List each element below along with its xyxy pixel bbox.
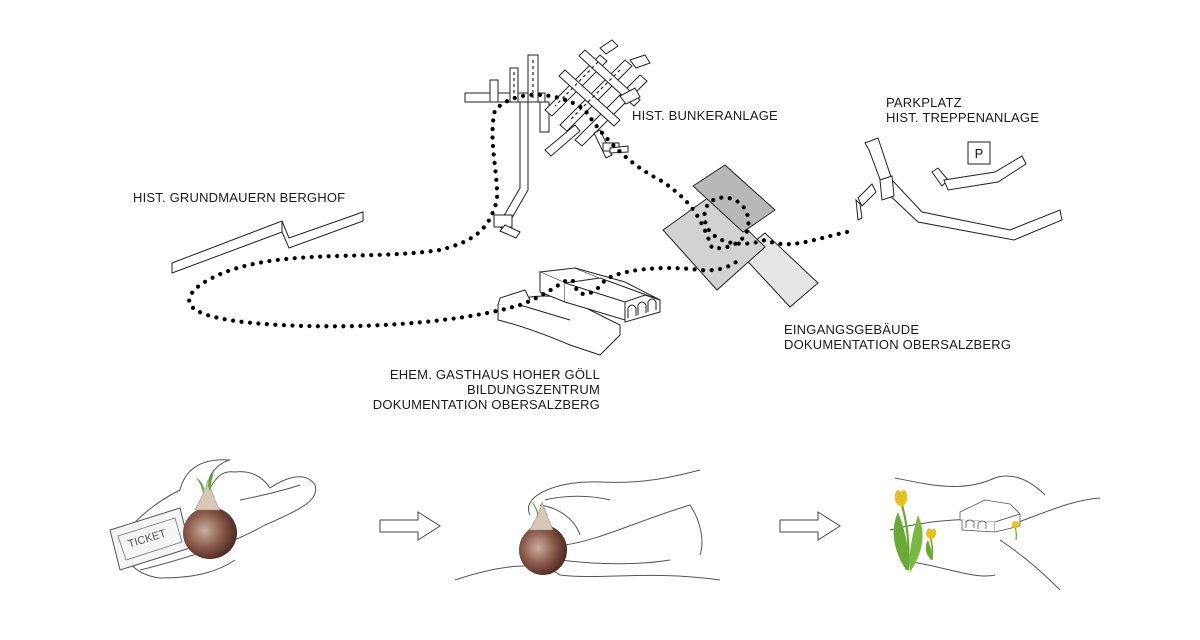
parking-stairs <box>855 137 1063 241</box>
label-entrance-line-1: EINGANGSGEBÄUDE <box>784 322 920 337</box>
label-gasthaus-line-2: BILDUNGSZENTRUM <box>466 382 600 397</box>
arrow-right-icon <box>379 511 441 541</box>
hand-placing-bulb-panel <box>454 469 721 581</box>
label-gasthaus: EHEM. GASTHAUS HOHER GÖLL BILDUNGSZENTRU… <box>348 367 600 412</box>
gasthaus-building <box>497 267 661 356</box>
ticket-icon: TICKET <box>109 507 191 571</box>
label-entrance-line-2: DOKUMENTATION OBERSALZBERG <box>784 337 1012 352</box>
bunker-dashes <box>513 60 621 121</box>
label-berghof-line: HIST. GRUNDMAUERN BERGHOF <box>133 190 346 205</box>
label-entrance: EINGANGSGEBÄUDE DOKUMENTATION OBERSALZBE… <box>784 322 1011 352</box>
parking-sign: P <box>967 141 991 165</box>
visitor-path <box>187 92 850 329</box>
tulip-icon <box>893 490 923 572</box>
landscape-panel <box>889 475 1101 591</box>
label-parking-line-2: HIST. TREPPENANLAGE <box>886 110 1040 125</box>
label-gasthaus-line-3: DOKUMENTATION OBERSALZBERG <box>372 397 600 412</box>
label-parking: PARKPLATZ HIST. TREPPENANLAGE <box>886 95 1039 125</box>
label-bunker-line: HIST. BUNKERANLAGE <box>632 108 778 123</box>
flower-bulb-icon <box>183 472 237 559</box>
tulip-icon <box>1012 521 1020 541</box>
arrow-right-icon <box>779 511 841 541</box>
label-berghof: HIST. GRUNDMAUERN BERGHOF <box>133 190 345 205</box>
parking-sign-text: P <box>975 146 984 161</box>
label-parking-line-1: PARKPLATZ <box>886 95 962 110</box>
label-bunker: HIST. BUNKERANLAGE <box>632 108 778 123</box>
label-gasthaus-line-1: EHEM. GASTHAUS HOHER GÖLL <box>389 367 600 382</box>
entrance-building <box>662 164 819 308</box>
flower-bulb-icon <box>519 500 567 575</box>
hand-with-ticket-panel: TICKET <box>109 459 317 579</box>
tulip-icon <box>925 528 937 561</box>
berghof-walls <box>171 211 364 274</box>
